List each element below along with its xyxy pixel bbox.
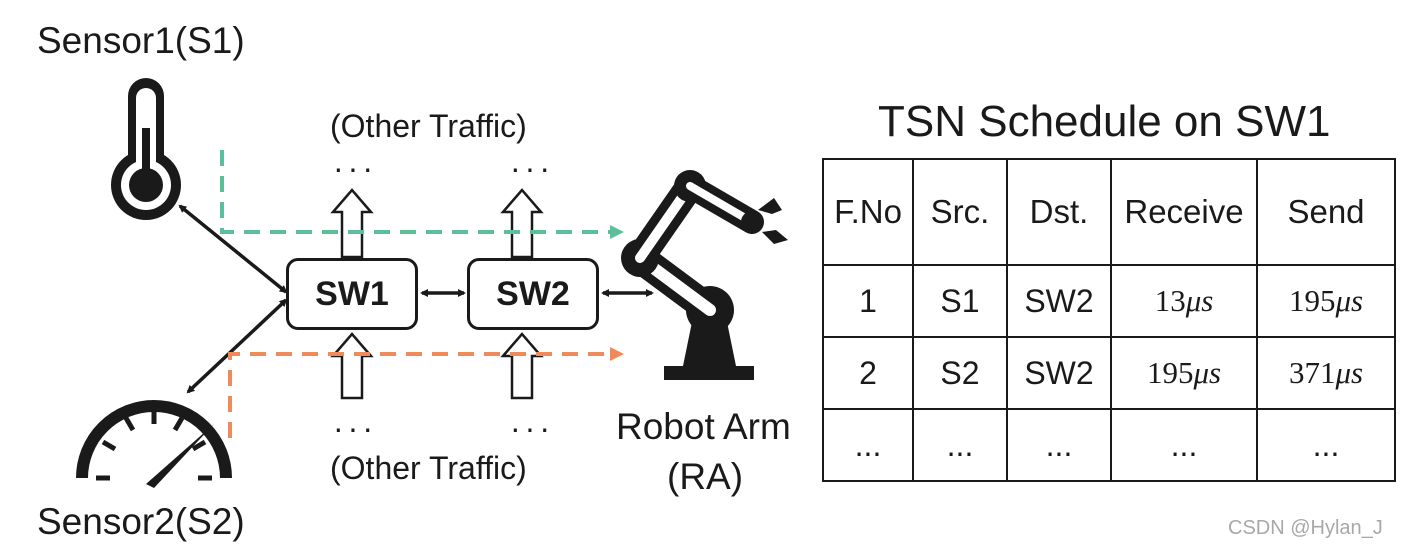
- switch-sw2-label: SW2: [496, 274, 570, 313]
- send-value: 195: [1288, 283, 1336, 318]
- cell-fno: ...: [822, 408, 914, 482]
- col-header-fno: F.No: [822, 158, 914, 266]
- watermark: CSDN @Hylan_J: [1228, 517, 1383, 539]
- robot-arm-icon: [621, 170, 788, 380]
- table-row: 2 S2 SW2 195μs 371μs: [822, 336, 1396, 410]
- schedule-table: F.No Src. Dst. Receive Send 1 S1 SW2 13μ…: [822, 158, 1396, 482]
- switch-sw1-label: SW1: [315, 274, 389, 313]
- cell-fno: 1: [822, 264, 914, 338]
- send-value: ...: [1312, 426, 1340, 463]
- cell-src: ...: [912, 408, 1008, 482]
- link-s1-sw1: [178, 204, 288, 294]
- flow-s2-path: [228, 347, 624, 438]
- ellipsis-sw2-bottom: ···: [510, 410, 554, 446]
- send-unit: μs: [1335, 355, 1364, 390]
- cell-send: 195μs: [1256, 264, 1396, 338]
- col-header-send: Send: [1256, 158, 1396, 266]
- other-traffic-bottom-label: (Other Traffic): [330, 450, 527, 486]
- gauge-icon: [76, 400, 232, 488]
- switch-sw1: SW1: [286, 258, 418, 330]
- traffic-arrow-sw2-top: [500, 188, 544, 259]
- cell-src: S2: [912, 336, 1008, 410]
- cell-fno: 2: [822, 336, 914, 410]
- robot-arm-label: Robot Arm: [616, 406, 791, 447]
- cell-dst: ...: [1006, 408, 1112, 482]
- flow-s1-path: [220, 150, 624, 239]
- traffic-arrow-sw1-top: [330, 188, 374, 259]
- table-row: 1 S1 SW2 13μs 195μs: [822, 264, 1396, 338]
- cell-receive: 13μs: [1110, 264, 1258, 338]
- cell-send: ...: [1256, 408, 1396, 482]
- other-traffic-top-label: (Other Traffic): [330, 108, 527, 144]
- thermometer-icon: [111, 78, 181, 220]
- cell-receive: 195μs: [1110, 336, 1258, 410]
- link-s2-sw1: [186, 298, 288, 394]
- sensor2-label: Sensor2(S2): [37, 501, 245, 542]
- receive-unit: μs: [1185, 283, 1214, 318]
- cell-dst: SW2: [1006, 336, 1112, 410]
- cell-dst: SW2: [1006, 264, 1112, 338]
- table-header-row: F.No Src. Dst. Receive Send: [822, 158, 1396, 266]
- receive-value: 195: [1146, 355, 1194, 390]
- col-header-dst: Dst.: [1006, 158, 1112, 266]
- traffic-arrow-sw1-bottom: [330, 332, 374, 400]
- send-unit: μs: [1335, 283, 1364, 318]
- traffic-arrow-sw2-bottom: [500, 332, 544, 400]
- cell-receive: ...: [1110, 408, 1258, 482]
- robot-arm-abbrev-label: (RA): [667, 456, 744, 497]
- table-row: ... ... ... ... ...: [822, 408, 1396, 482]
- receive-value: 13: [1154, 283, 1186, 318]
- schedule-title: TSN Schedule on SW1: [878, 97, 1331, 146]
- ellipsis-sw2-top: ···: [510, 150, 554, 186]
- ellipsis-sw1-bottom: ···: [333, 410, 377, 446]
- col-header-receive: Receive: [1110, 158, 1258, 266]
- send-value: 371: [1288, 355, 1336, 390]
- sensor1-label: Sensor1(S1): [37, 20, 245, 61]
- ellipsis-sw1-top: ···: [333, 150, 377, 186]
- receive-unit: μs: [1193, 355, 1222, 390]
- cell-send: 371μs: [1256, 336, 1396, 410]
- switch-sw2: SW2: [467, 258, 599, 330]
- cell-src: S1: [912, 264, 1008, 338]
- col-header-src: Src.: [912, 158, 1008, 266]
- receive-value: ...: [1170, 426, 1198, 463]
